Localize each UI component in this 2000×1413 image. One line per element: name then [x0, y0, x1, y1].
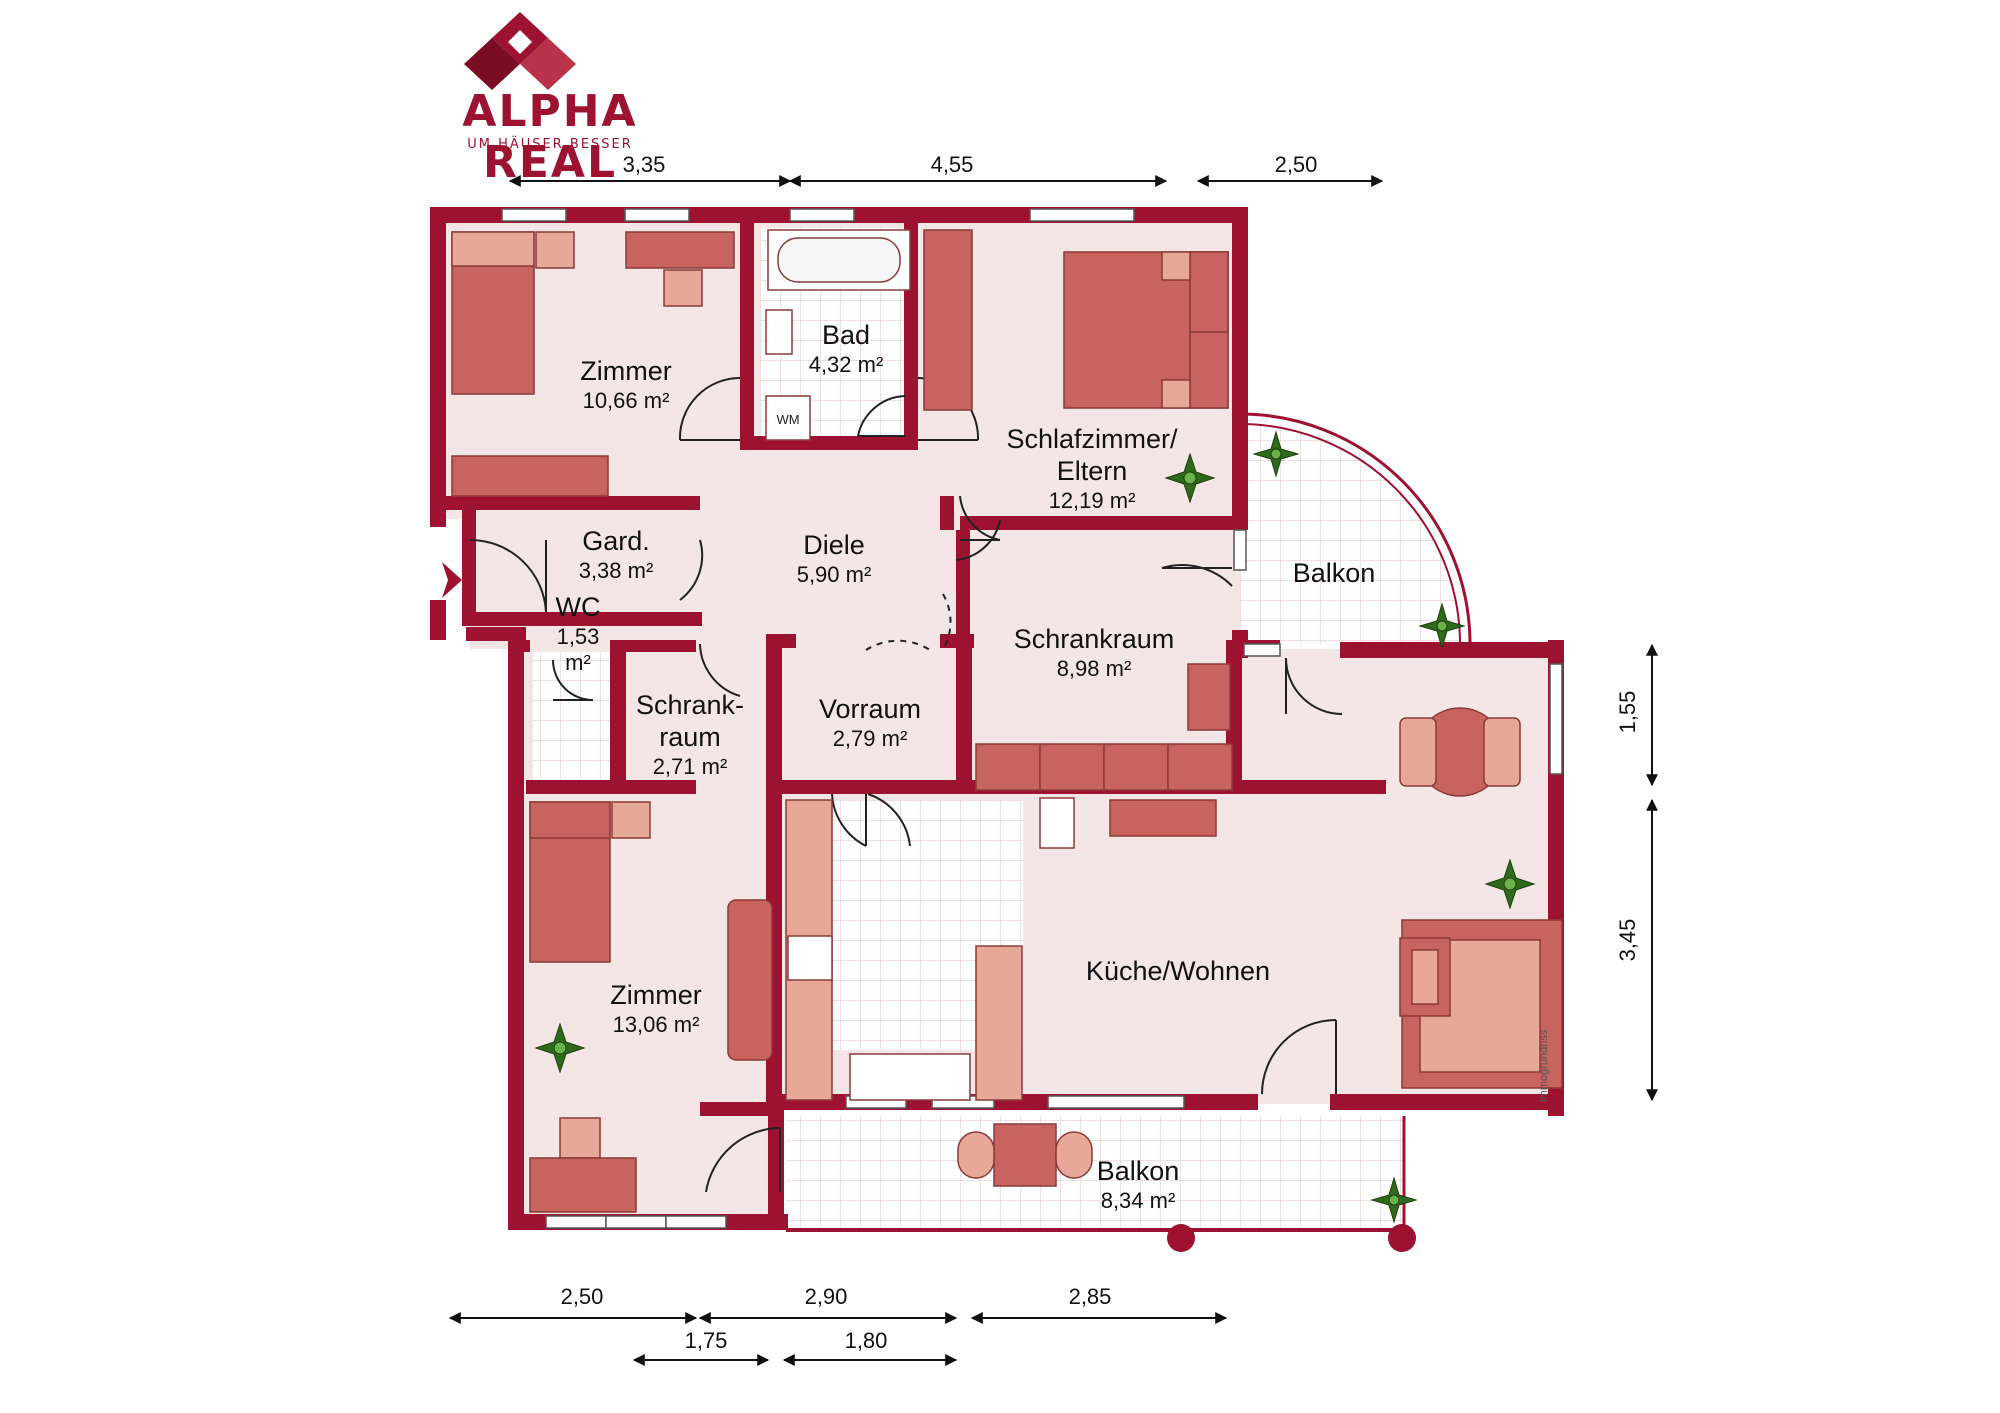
brand-tagline: UM HÄUSER BESSER	[467, 137, 633, 152]
logo-mark-icon	[464, 12, 576, 90]
room-vorraum: Vorraum 2,79 m²	[818, 694, 922, 751]
dim-top-3: 2,50	[1274, 152, 1318, 177]
plant-icon	[1164, 452, 1216, 504]
room-wc: WC 1,53 m²	[555, 592, 601, 675]
plant-icon	[534, 1022, 586, 1074]
room-kueche-wohnen: Küche/Wohnen	[1085, 956, 1271, 986]
room-bad: Bad 4,32 m²	[808, 320, 884, 377]
dim-right-2: 3,45	[1615, 918, 1640, 962]
dim-bottom-3: 2,85	[1068, 1284, 1112, 1309]
plant-icon	[1370, 1176, 1418, 1224]
room-garderobe: Gard. 3,38 m²	[578, 526, 654, 583]
furniture	[451, 229, 1563, 1213]
room-balkon-round: Balkon	[1292, 558, 1376, 588]
dim-top-2: 4,55	[930, 152, 974, 177]
watermark-text: Immogrundriss	[1538, 1029, 1550, 1103]
plant-icon	[1252, 430, 1300, 478]
room-schlafzimmer: Schlafzimmer/ Eltern 12,19 m²	[1006, 424, 1178, 513]
room-zimmer-1: Zimmer 10,66 m²	[580, 356, 672, 413]
dim-bottom-4: 1,75	[684, 1328, 728, 1353]
plant-icon	[1418, 602, 1466, 650]
room-balkon-bottom: Balkon 8,34 m²	[1096, 1156, 1180, 1213]
room-schrankraum-1: Schrankraum 8,98 m²	[1013, 624, 1175, 681]
plants	[534, 430, 1536, 1224]
room-schrankraum-2: Schrank- raum 2,71 m²	[635, 690, 745, 779]
dimension-lines	[448, 175, 1658, 1366]
dim-bottom-5: 1,80	[844, 1328, 888, 1353]
brand-name: ALPHA REAL	[462, 86, 638, 188]
entrance-marker-icon	[442, 562, 462, 598]
dim-bottom-2: 2,90	[804, 1284, 848, 1309]
plant-icon	[1484, 858, 1536, 910]
dim-top-1: 3,35	[622, 152, 666, 177]
dim-bottom-1: 2,50	[560, 1284, 604, 1309]
wm-label: WM	[776, 412, 799, 427]
room-zimmer-2: Zimmer 13,06 m²	[610, 980, 702, 1037]
dim-right-1: 1,55	[1615, 690, 1640, 734]
room-diele: Diele 5,90 m²	[796, 530, 872, 587]
